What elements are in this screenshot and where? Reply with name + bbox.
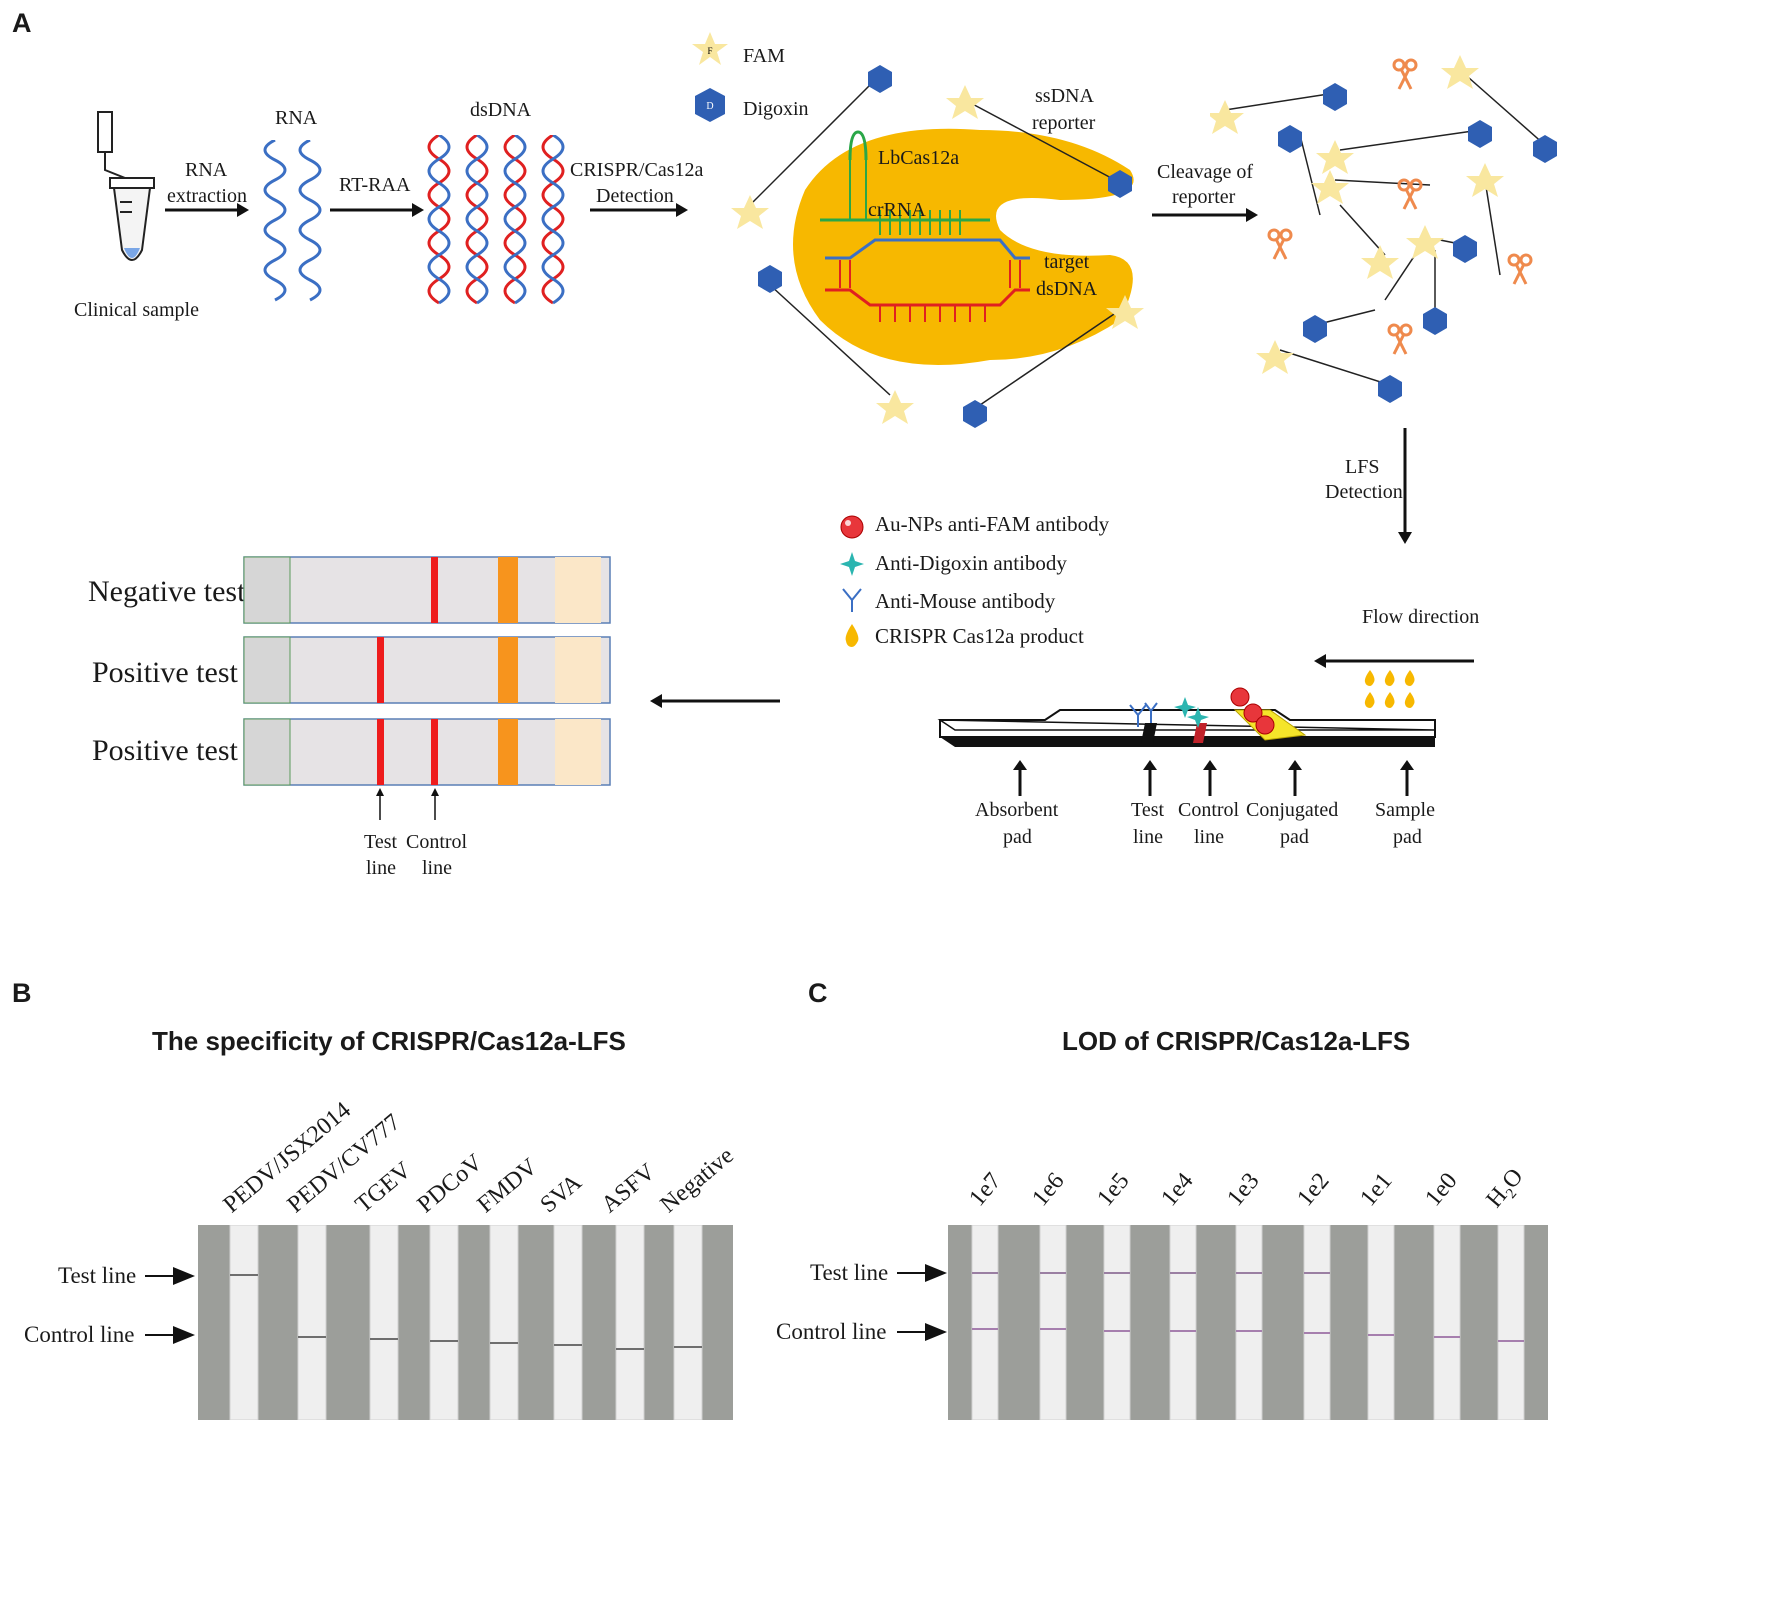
lane-label: SVA: [535, 1169, 587, 1219]
panel-a-letter: A: [12, 8, 32, 38]
arrow-down-icon: [1398, 428, 1412, 544]
legend-anti-mouse: Anti-Mouse antibody: [875, 589, 1056, 613]
crispr-detection-label-1: CRISPR/Cas12a: [570, 159, 704, 181]
panel-c-arrows-icon: [897, 1264, 947, 1341]
strip-control-label-1: Control: [1178, 799, 1240, 821]
test-band: [377, 637, 384, 703]
test-band: [377, 719, 384, 785]
strip-control-label-2: line: [1194, 826, 1224, 848]
result-control-label-1: Control: [406, 831, 468, 853]
result-arrows-icon: [376, 788, 439, 820]
panel-b-test-label: Test line: [58, 1263, 137, 1288]
panel-b-strip-photo: [198, 1225, 733, 1420]
panel-b-letter: B: [12, 978, 32, 1008]
ssdna-label: ssDNA: [1035, 85, 1094, 107]
anti-mouse-icon: [842, 588, 862, 612]
drop-icon: [845, 624, 859, 647]
lane-label: PDCoV: [412, 1149, 488, 1219]
lod-lane-label-water: H2O: [1481, 1163, 1529, 1213]
panel-c-title: LOD of CRISPR/Cas12a-LFS: [1062, 1026, 1411, 1056]
sample-drops-icon: [1364, 670, 1415, 708]
legend-product: CRISPR Cas12a product: [875, 624, 1084, 648]
lod-lane-label: 1e7: [964, 1168, 1007, 1212]
rna-strands-icon: [263, 140, 322, 302]
fam-label: FAM: [743, 45, 785, 67]
strip-test-label-1: Test: [1131, 799, 1165, 821]
panel-b-arrows-icon: [145, 1267, 195, 1344]
conjugated-pad-label-2: pad: [1280, 826, 1309, 848]
lbcas12a-label: LbCas12a: [878, 147, 960, 169]
positive-test-label-1: Positive test: [92, 656, 238, 689]
rna-extraction-label-1: RNA: [185, 159, 228, 181]
lod-lane-label: 1e5: [1092, 1168, 1135, 1212]
absorbent-pad-label-2: pad: [1003, 826, 1032, 848]
result-test-label-2: line: [366, 857, 396, 879]
crrna-label: crRNA: [868, 199, 926, 221]
lane-label: Negative: [655, 1142, 739, 1219]
target-label: target: [1044, 251, 1090, 273]
target-dsdna-label: dsDNA: [1036, 278, 1098, 300]
lfs-label: LFS: [1345, 456, 1380, 478]
rna-extraction-label-2: extraction: [167, 185, 247, 207]
panel-c-strip-photo: [948, 1225, 1548, 1420]
panel-c-test-label: Test line: [810, 1260, 889, 1285]
result-control-label-2: line: [422, 857, 452, 879]
digoxin-hexagon-icon: D: [695, 88, 725, 122]
lod-lane-label: 1e0: [1420, 1168, 1463, 1212]
result-arrow-icon: [650, 694, 780, 708]
cleavage-label-1: Cleavage of: [1157, 161, 1254, 183]
cas12a-complex-diagram: [731, 65, 1144, 428]
negative-test-label: Negative test: [88, 575, 246, 608]
ssdna-reporter-label: reporter: [1032, 112, 1096, 134]
lod-lane-label: 1e4: [1156, 1168, 1199, 1212]
lod-lane-label: 1e3: [1222, 1168, 1265, 1212]
sample-pad-label-2: pad: [1393, 826, 1422, 848]
sample-pad-label-1: Sample: [1375, 799, 1435, 821]
arrow-icon: [165, 203, 249, 217]
arrow-icon: [330, 203, 424, 217]
rna-label: RNA: [275, 107, 318, 129]
crispr-detection-label-2: Detection: [596, 185, 674, 207]
flow-direction-label: Flow direction: [1362, 606, 1480, 628]
dsdna-helices-icon: [427, 135, 565, 305]
absorbent-pad-label-1: Absorbent: [975, 799, 1059, 821]
dsdna-label: dsDNA: [470, 99, 532, 121]
result-strips-diagram: [243, 556, 611, 786]
lod-lane-label: 1e1: [1355, 1168, 1398, 1212]
svg-text:D: D: [706, 101, 713, 112]
panel-c-letter: C: [808, 978, 828, 1008]
panel-c-control-label: Control line: [776, 1319, 887, 1344]
flow-arrow-icon: [1314, 654, 1474, 668]
sample-tube-icon: [97, 111, 155, 261]
strip-test-label-2: line: [1133, 826, 1163, 848]
lod-lane-label: 1e2: [1292, 1168, 1335, 1212]
positive-test-label-2: Positive test: [92, 734, 238, 767]
control-band: [431, 557, 438, 623]
conjugated-pad-label-1: Conjugated: [1246, 799, 1339, 821]
fam-star-icon: F: [692, 32, 728, 65]
panel-b-title: The specificity of CRISPR/Cas12a-LFS: [152, 1026, 626, 1056]
au-np-icon: [840, 515, 864, 539]
lod-lane-label: 1e6: [1027, 1168, 1070, 1212]
arrow-icon: [1152, 208, 1258, 222]
lateral-flow-strip-diagram: [937, 687, 1436, 747]
clinical-sample-label: Clinical sample: [74, 299, 199, 321]
arrow-icon: [590, 203, 688, 217]
legend-au-np: Au-NPs anti-FAM antibody: [875, 512, 1110, 536]
rt-raa-label: RT-RAA: [339, 174, 411, 196]
strip-arrows-icon: [1013, 760, 1414, 796]
panel-b-control-label: Control line: [24, 1322, 135, 1347]
cleavage-label-2: reporter: [1172, 186, 1236, 208]
lane-label: ASFV: [596, 1158, 661, 1219]
lfs-detection-label: Detection: [1325, 481, 1403, 503]
digoxin-label: Digoxin: [743, 98, 809, 120]
result-test-label-1: Test: [364, 831, 398, 853]
legend-anti-digoxin: Anti-Digoxin antibody: [875, 551, 1067, 575]
control-band: [431, 719, 438, 785]
anti-digoxin-icon: [840, 552, 864, 576]
cleaved-reporters-diagram: [1210, 55, 1557, 403]
svg-text:F: F: [707, 46, 712, 56]
